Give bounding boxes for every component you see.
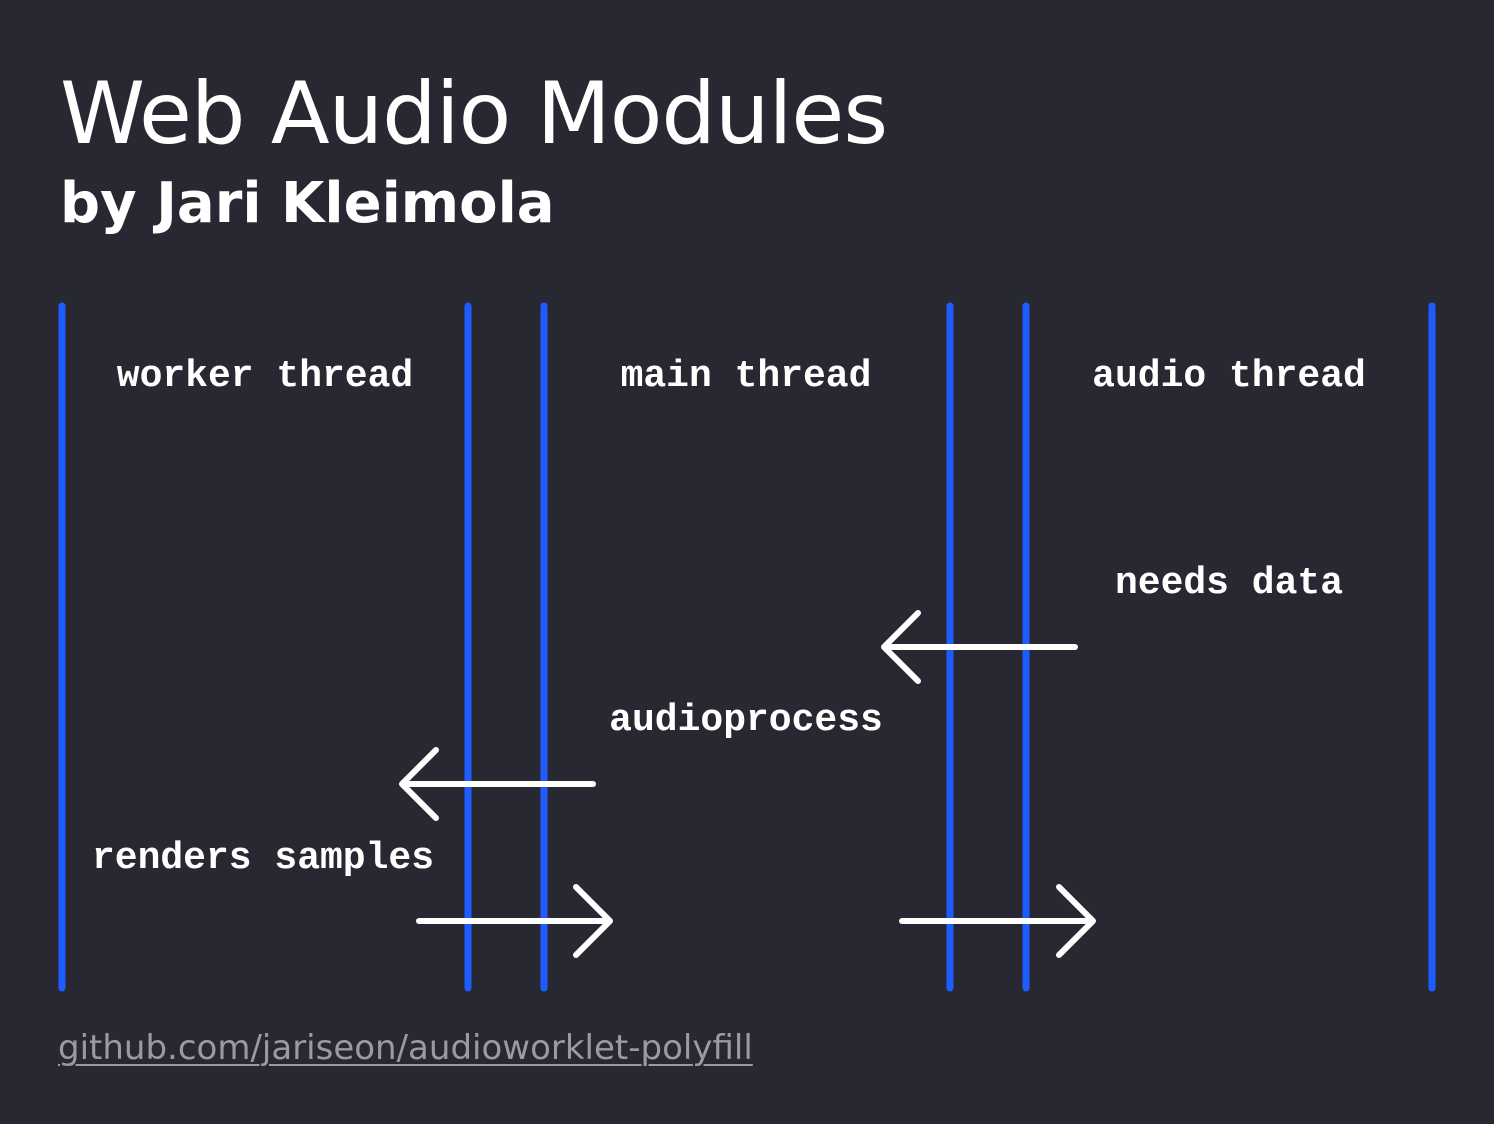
arrow-audio-to-main	[881, 610, 1078, 684]
lane-label-audio: audio thread	[1092, 355, 1366, 398]
event-label-needs-data: needs data	[1115, 562, 1343, 605]
github-link[interactable]: github.com/jariseon/audioworklet-polyfil…	[58, 1028, 753, 1068]
event-label-audioprocess: audioprocess	[609, 699, 883, 742]
lane-label-main: main thread	[621, 355, 872, 398]
arrows	[399, 610, 1096, 958]
slide-subtitle: by Jari Kleimola	[60, 171, 555, 236]
lane-label-worker: worker thread	[117, 355, 413, 398]
arrow-main-to-audio	[899, 884, 1096, 958]
arrow-worker-to-main	[416, 884, 613, 958]
event-label-renders-samples: renders samples	[92, 837, 434, 880]
arrow-main-to-worker	[399, 747, 596, 821]
slide-title: Web Audio Modules	[60, 64, 888, 164]
lane-lines	[58, 302, 1436, 992]
